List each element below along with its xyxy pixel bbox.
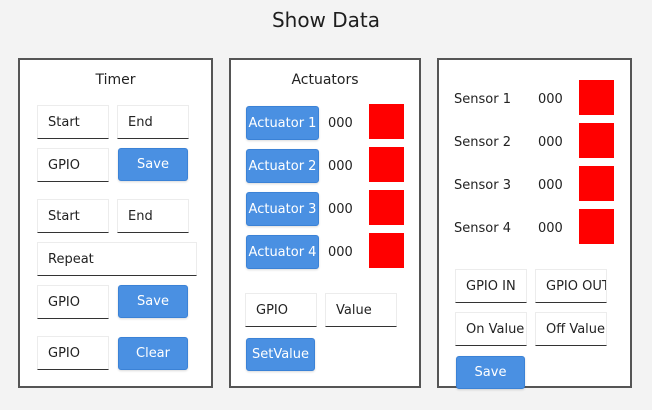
actuator-3-value: 000 — [328, 202, 353, 217]
actuator-value-field[interactable]: Value — [325, 293, 397, 327]
sensor-gpio-in-field[interactable]: GPIO IN — [455, 269, 527, 303]
actuator-3-button[interactable]: Actuator 3 — [246, 192, 319, 226]
sensor-4-label: Sensor 4 — [454, 221, 511, 236]
timer-clear-button[interactable]: Clear — [118, 337, 188, 370]
sensor-1-indicator — [579, 80, 614, 115]
timer-save-button-1[interactable]: Save — [118, 148, 188, 181]
sensor-on-value-field[interactable]: On Value — [455, 312, 527, 346]
sensor-3-indicator — [579, 166, 614, 201]
timer-panel: Timer Start End GPIO Save Start End Repe… — [18, 58, 213, 388]
actuator-1-button[interactable]: Actuator 1 — [246, 106, 319, 140]
timer-repeat-field[interactable]: Repeat — [37, 242, 197, 276]
actuator-2-value: 000 — [328, 159, 353, 174]
actuator-gpio-field[interactable]: GPIO — [245, 293, 317, 327]
sensor-2-label: Sensor 2 — [454, 135, 511, 150]
timer-save-button-2[interactable]: Save — [118, 285, 188, 318]
timer-panel-title: Timer — [95, 72, 136, 88]
timer-end-field-2[interactable]: End — [117, 199, 189, 233]
actuator-4-indicator — [369, 233, 404, 268]
timer-end-field-1[interactable]: End — [117, 105, 189, 139]
actuator-1-indicator — [369, 104, 404, 139]
actuators-panel: Actuators Actuator 1 000 Actuator 2 000 … — [229, 58, 421, 388]
page-title: Show Data — [271, 8, 381, 32]
sensor-gpio-out-field[interactable]: GPIO OUT — [535, 269, 607, 303]
timer-gpio-field-2[interactable]: GPIO — [37, 285, 109, 319]
actuator-2-button[interactable]: Actuator 2 — [246, 149, 319, 183]
timer-start-field-1[interactable]: Start — [37, 105, 109, 139]
sensor-3-value: 000 — [538, 178, 563, 193]
sensor-2-value: 000 — [538, 135, 563, 150]
actuator-2-indicator — [369, 147, 404, 182]
sensor-4-value: 000 — [538, 221, 563, 236]
actuator-4-value: 000 — [328, 245, 353, 260]
actuators-panel-title: Actuators — [291, 72, 359, 88]
sensors-panel: Sensor 1 000 Sensor 2 000 Sensor 3 000 S… — [437, 58, 632, 389]
actuator-4-button[interactable]: Actuator 4 — [246, 235, 319, 269]
timer-gpio-field-3[interactable]: GPIO — [37, 336, 109, 370]
sensor-1-value: 000 — [538, 92, 563, 107]
sensor-off-value-field[interactable]: Off Value — [535, 312, 607, 346]
sensor-3-label: Sensor 3 — [454, 178, 511, 193]
set-value-button[interactable]: SetValue — [246, 338, 315, 371]
actuator-1-value: 000 — [328, 116, 353, 131]
actuator-3-indicator — [369, 190, 404, 225]
timer-start-field-2[interactable]: Start — [37, 199, 109, 233]
sensor-2-indicator — [579, 123, 614, 158]
timer-gpio-field-1[interactable]: GPIO — [37, 148, 109, 182]
sensor-4-indicator — [579, 209, 614, 244]
sensor-1-label: Sensor 1 — [454, 92, 511, 107]
sensor-save-button[interactable]: Save — [456, 356, 525, 389]
